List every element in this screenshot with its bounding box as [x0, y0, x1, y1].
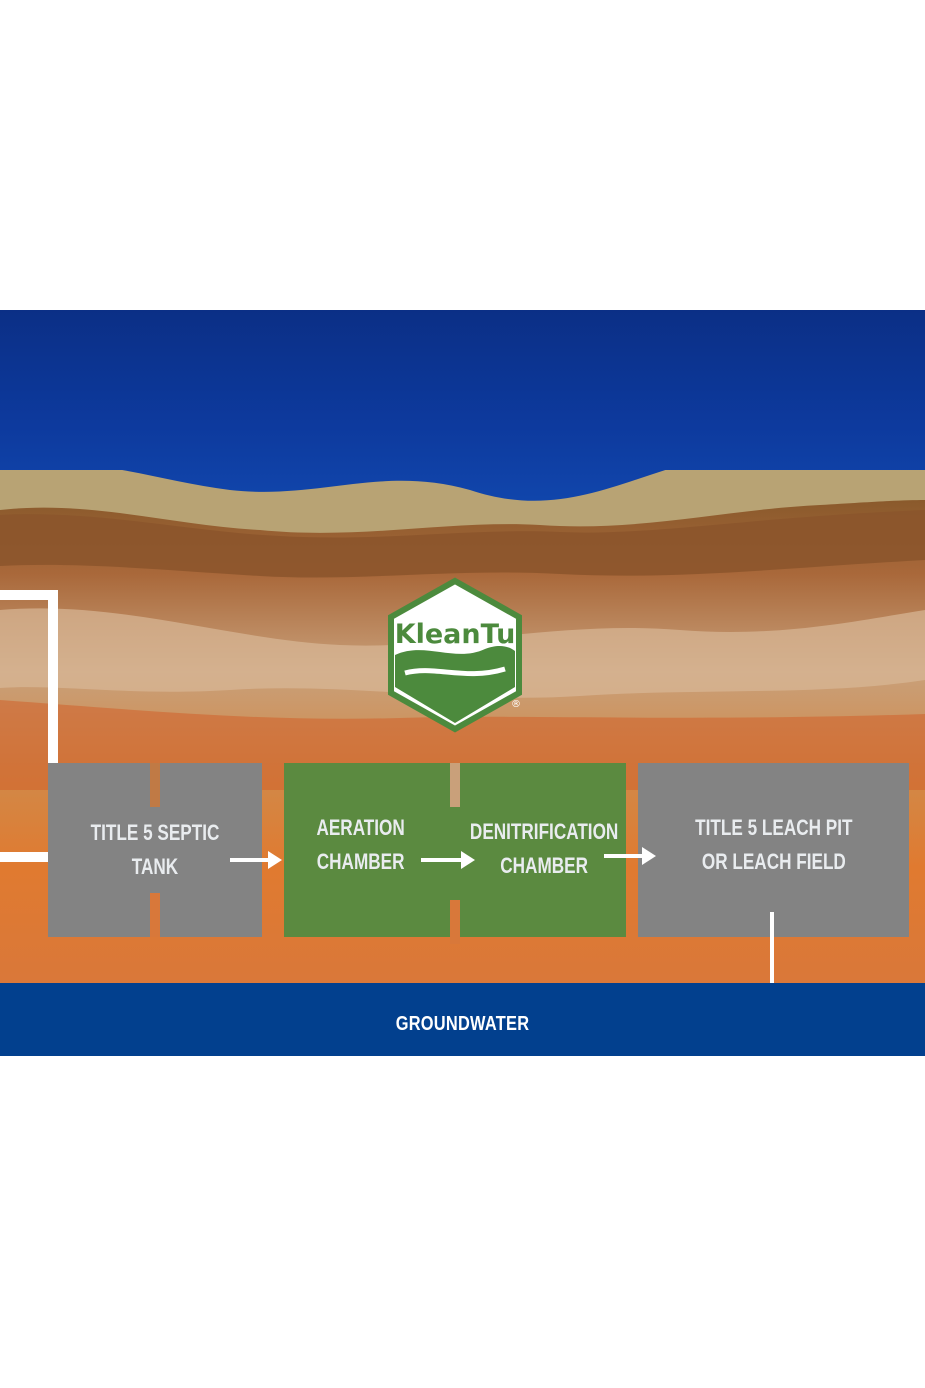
inlet-pipe	[0, 590, 58, 862]
groundwater-label: GROUNDWATER	[395, 1013, 530, 1035]
treatment-bottom-notch	[450, 900, 460, 944]
flow-arrow-2	[421, 851, 475, 869]
septic-tank-bottom-notch	[150, 893, 160, 937]
leach-field-box: TITLE 5 LEACH PIT OR LEACH FIELD	[638, 763, 909, 937]
denitrification-chamber: DENITRIFICATION CHAMBER	[462, 814, 626, 884]
logo-brand-text: KleanTu	[394, 619, 516, 650]
treatment-top-notch	[450, 763, 460, 807]
flow-arrow-1	[230, 851, 282, 869]
aeration-chamber-label: AERATION CHAMBER	[316, 815, 406, 874]
registered-mark: ®	[511, 699, 521, 710]
denitrification-chamber-label: DENITRIFICATION CHAMBER	[469, 819, 619, 878]
septic-tank-box: TITLE 5 SEPTIC TANK	[48, 763, 262, 937]
leach-field-label: TITLE 5 LEACH PIT OR LEACH FIELD	[694, 815, 853, 874]
kleantu-logo	[388, 577, 522, 733]
aeration-chamber: AERATION CHAMBER	[284, 810, 438, 880]
septic-tank-label: TITLE 5 SEPTIC TANK	[90, 820, 220, 879]
flow-arrow-3	[604, 847, 656, 865]
diagram-scene: KleanTu ® TITLE 5 SEPTIC TANK AERATION C…	[0, 310, 925, 1056]
septic-tank-top-notch	[150, 763, 160, 807]
groundwater-band	[0, 983, 925, 1056]
